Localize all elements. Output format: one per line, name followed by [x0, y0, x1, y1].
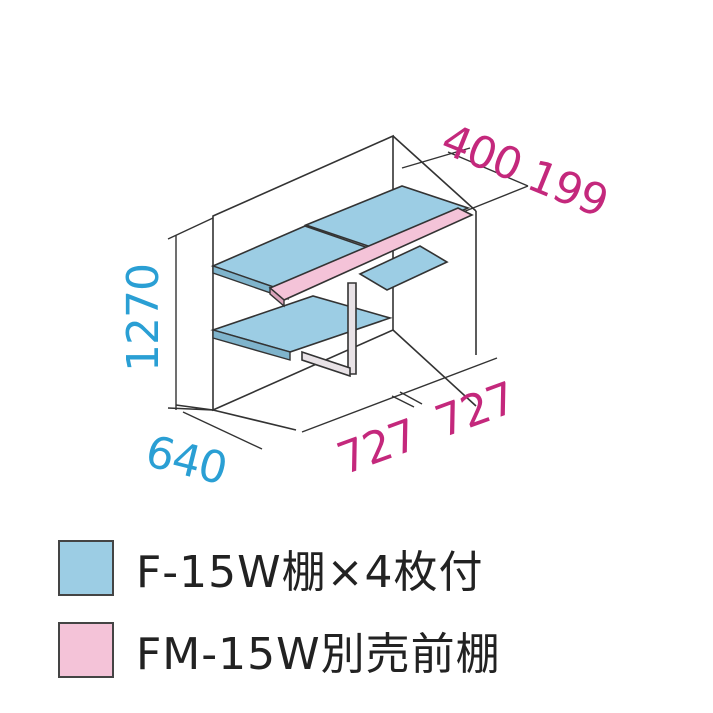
upper-shelf-right: [358, 245, 449, 291]
shelf-support-post: [347, 282, 357, 375]
height-dimension-label: 1270: [118, 264, 169, 372]
legend-label-optional-shelf: FM-15W別売前棚: [136, 629, 501, 680]
shed-floor-edge: [212, 409, 297, 431]
depth-dim-line: [182, 411, 263, 450]
optional-shelf-swatch: [58, 622, 114, 678]
shed-bottom-edge: [392, 329, 477, 407]
standard-shelf-swatch: [58, 540, 114, 596]
shed-top-edge: [392, 135, 477, 212]
upper-shelf-back: [303, 185, 471, 249]
legend-item-optional-shelf: FM-15W別売前棚: [58, 618, 501, 682]
legend-item-standard-shelf: F-15W棚×4枚付: [58, 536, 484, 600]
width-dim-line: [301, 357, 498, 433]
shelf-depth-dim-line: [401, 147, 471, 169]
legend-label-standard-shelf: F-15W棚×4枚付: [136, 547, 484, 598]
